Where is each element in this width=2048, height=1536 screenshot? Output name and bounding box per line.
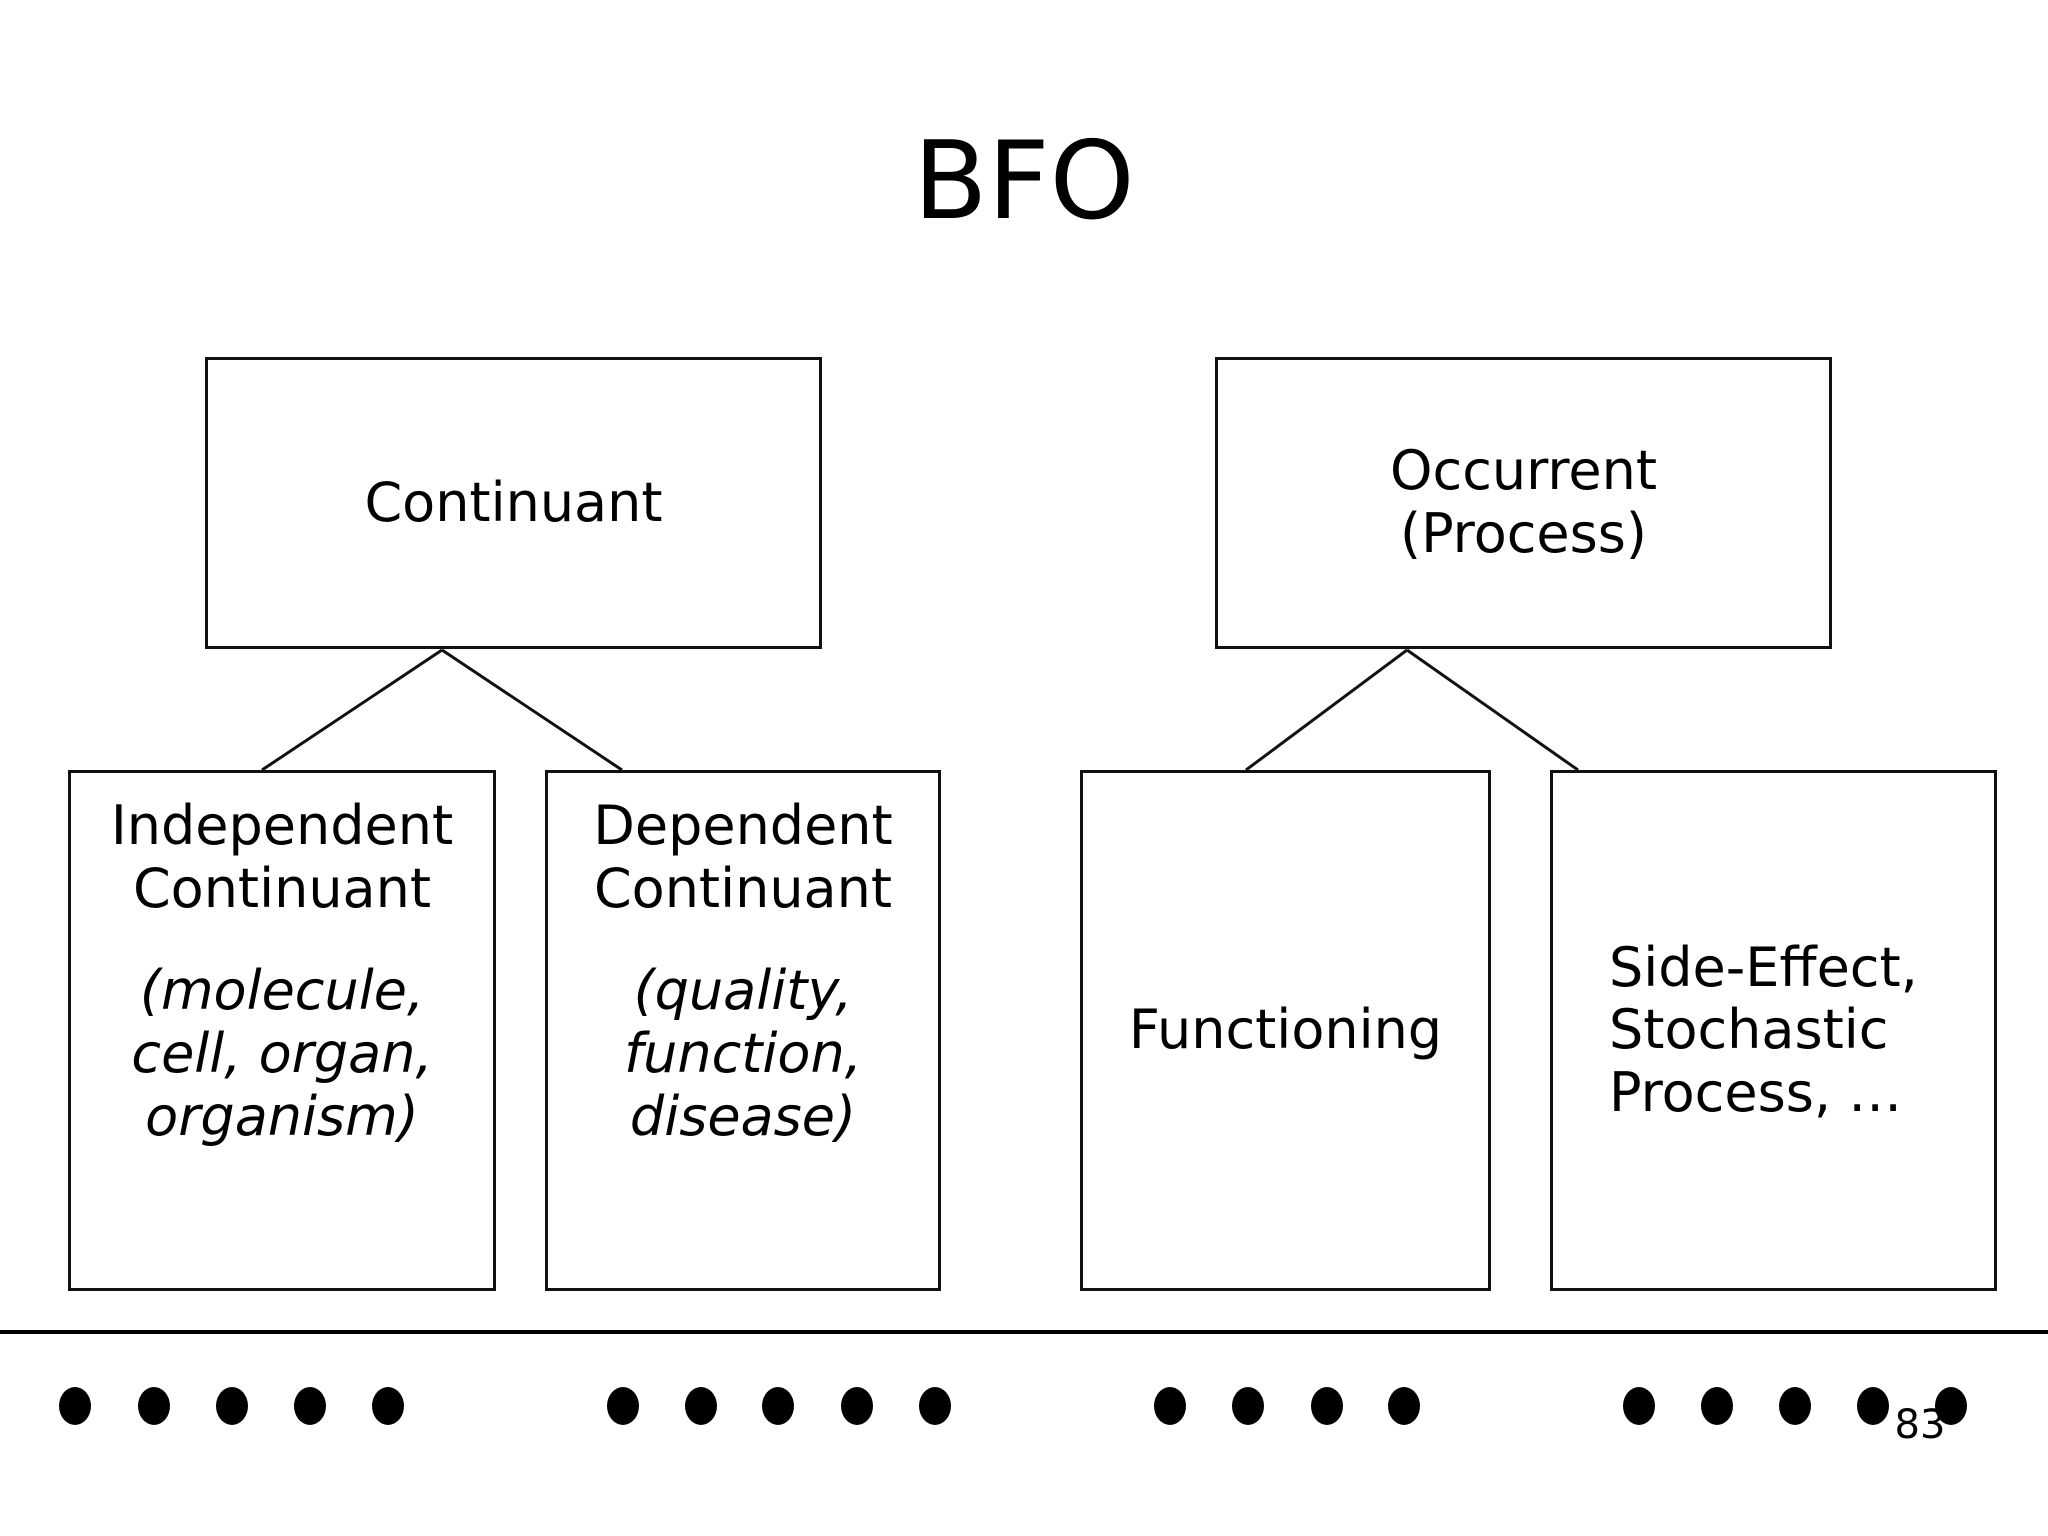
footer-dot [841,1387,873,1425]
footer-dot [1779,1387,1811,1425]
node-independent-continuant-line2: Continuant [132,856,432,920]
footer-dot [59,1387,91,1425]
footer-dot [372,1387,404,1425]
node-functioning-label: Functioning [1128,998,1443,1062]
footer-dot [607,1387,639,1425]
footer-dot [1388,1387,1420,1425]
edge-occurrent-to-side-effect [1406,648,1579,772]
footer-dot [294,1387,326,1425]
edge-continuant-to-dependent [441,648,623,772]
node-independent-continuant[interactable]: Independent Continuant (molecule, cell, … [68,770,496,1291]
node-dependent-continuant-line2: Continuant [593,856,893,920]
node-independent-continuant-examples-line2: cell, organ, [131,1021,433,1085]
footer-dot [762,1387,794,1425]
node-independent-continuant-examples-line1: (molecule, [139,959,425,1023]
page-title: BFO [913,119,1135,244]
node-occurrent-line1: Occurrent [1390,439,1657,503]
node-independent-continuant-examples-line3: organism) [145,1084,419,1148]
node-dependent-continuant-examples-line1: (quality, [633,959,853,1023]
footer-dot [1154,1387,1186,1425]
node-continuant[interactable]: Continuant [205,357,822,649]
footer-dot [1311,1387,1343,1425]
edge-occurrent-to-functioning [1245,648,1408,772]
node-side-effect-line1: Side-Effect, [1609,935,1918,999]
node-side-effect[interactable]: Side-Effect, Stochastic Process, … [1550,770,1997,1291]
node-occurrent-line2: (Process) [1400,502,1647,565]
footer-dot [1935,1387,1967,1425]
edge-continuant-to-independent [261,648,443,772]
footer-dot [685,1387,717,1425]
footer-dot [1232,1387,1264,1425]
node-independent-continuant-line1: Independent [110,794,454,857]
node-dependent-continuant-examples-line3: disease) [629,1084,857,1148]
node-occurrent[interactable]: Occurrent (Process) [1215,357,1832,649]
footer-dot [919,1387,951,1425]
footer-divider [0,1330,2048,1334]
footer-dot [1857,1387,1889,1425]
footer-dot [1701,1387,1733,1425]
node-dependent-continuant-line1: Dependent [593,794,893,857]
node-continuant-label: Continuant [364,470,663,534]
node-side-effect-line3: Process, … [1609,1060,1903,1124]
footer-dot [216,1387,248,1425]
node-side-effect-line2: Stochastic [1609,998,1889,1062]
footer-dot [138,1387,170,1425]
node-dependent-continuant-examples-line2: function, [624,1021,862,1085]
footer-dot [1623,1387,1655,1425]
node-dependent-continuant[interactable]: Dependent Continuant (quality, function,… [545,770,941,1291]
node-functioning[interactable]: Functioning [1080,770,1491,1291]
